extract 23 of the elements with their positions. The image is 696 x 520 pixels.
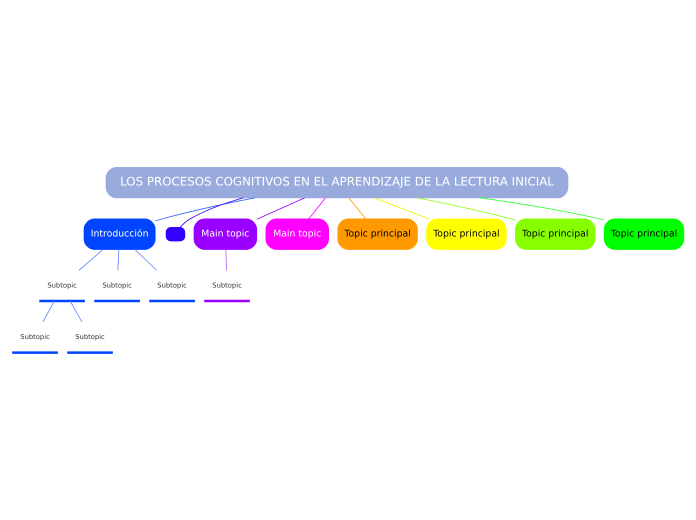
connector bbox=[256, 197, 306, 220]
connector bbox=[417, 197, 516, 220]
connector bbox=[478, 197, 604, 220]
connector bbox=[78, 249, 104, 271]
connector bbox=[180, 197, 244, 228]
connector bbox=[134, 249, 158, 271]
connector bbox=[308, 197, 326, 220]
node-box: Topic principal bbox=[337, 218, 418, 250]
connector bbox=[154, 197, 256, 222]
node-box: Topic principal bbox=[604, 218, 684, 250]
node-box: LOS PROCESOS COGNITIVOS EN EL APRENDIZAJE DE LA LECTURA INICIAL bbox=[106, 166, 568, 198]
connector bbox=[42, 300, 55, 322]
node-box: Main topic bbox=[266, 218, 329, 250]
connector bbox=[225, 249, 227, 271]
node-box: Introducción bbox=[84, 218, 156, 250]
connector bbox=[348, 197, 366, 220]
connector bbox=[374, 197, 430, 220]
connector bbox=[117, 249, 120, 271]
node-box: Main topic bbox=[194, 218, 258, 250]
node-box: Topic principal bbox=[426, 218, 507, 250]
node-box: Topic principal bbox=[515, 218, 596, 250]
node-box bbox=[166, 227, 186, 242]
connector bbox=[70, 300, 82, 322]
